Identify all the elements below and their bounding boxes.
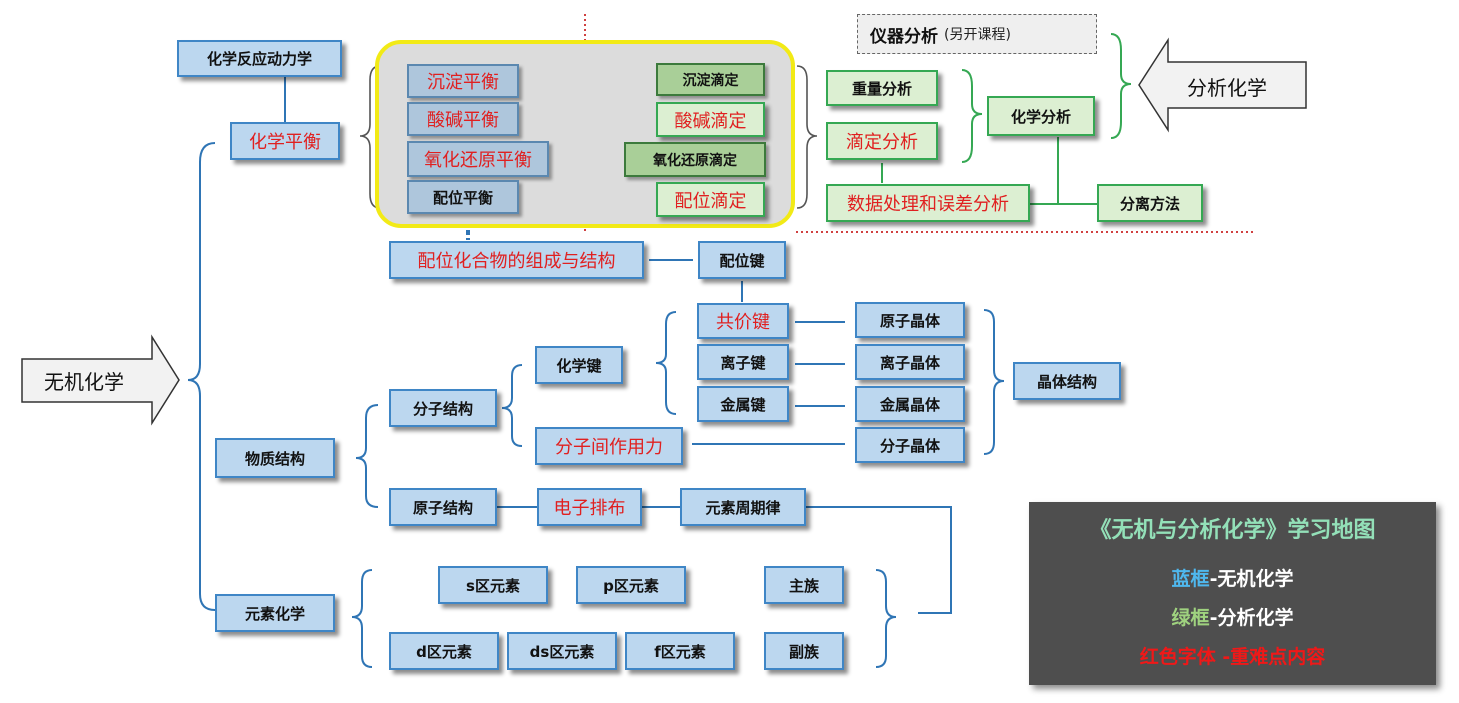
- equilibrium-box: 化学平衡: [230, 122, 340, 160]
- separation-method-box: 分离方法: [1097, 184, 1203, 222]
- p-block-box: p区元素: [576, 566, 686, 604]
- redox-equilibrium-box: 氧化还原平衡: [407, 141, 549, 177]
- electron-configuration-box: 电子排布: [537, 488, 642, 526]
- inorganic-arrow-shape: [21, 334, 180, 426]
- intermolecular-force-box: 分子间作用力: [535, 427, 683, 465]
- metallic-crystal-box: 金属晶体: [855, 386, 965, 422]
- atomic-crystal-box: 原子晶体: [855, 302, 965, 338]
- legend-blue-key: 蓝框: [1171, 568, 1210, 590]
- metallic-bond-box: 金属键: [697, 386, 789, 422]
- matter-structure-box: 物质结构: [215, 438, 335, 478]
- legend-row-green: 绿框-分析化学: [1172, 603, 1294, 630]
- element-chemistry-box: 元素化学: [215, 594, 335, 632]
- kinetics-box: 化学反应动力学: [177, 40, 342, 77]
- coordination-bond-box: 配位键: [698, 241, 786, 279]
- d-block-box: d区元素: [389, 632, 499, 670]
- inorganic-chemistry-label: 无机化学: [44, 370, 124, 394]
- acid-base-titration-box: 酸碱滴定: [656, 102, 765, 137]
- chemical-bond-box: 化学键: [535, 346, 623, 384]
- legend-green-key: 绿框: [1171, 607, 1210, 629]
- gravimetric-analysis-box: 重量分析: [826, 70, 938, 106]
- main-group-box: 主族: [764, 566, 844, 604]
- coordination-compound-box: 配位化合物的组成与结构: [389, 241, 644, 279]
- ds-block-box: ds区元素: [507, 632, 617, 670]
- instrumental-analysis-remark: (另开课程): [944, 27, 1011, 43]
- legend-green-text: -分析化学: [1209, 607, 1294, 629]
- atomic-structure-box: 原子结构: [389, 488, 497, 526]
- coordination-titration-box: 配位滴定: [656, 182, 765, 217]
- data-error-analysis-box: 数据处理和误差分析: [826, 184, 1030, 222]
- coordination-equilibrium-box: 配位平衡: [407, 180, 519, 214]
- instrumental-analysis-title: 仪器分析: [870, 26, 938, 47]
- instrumental-analysis-note: 仪器分析 (另开课程): [857, 14, 1097, 54]
- ionic-bond-box: 离子键: [697, 344, 789, 380]
- precipitation-equilibrium-box: 沉淀平衡: [407, 64, 519, 98]
- molecular-crystal-box: 分子晶体: [855, 427, 965, 463]
- legend-row-blue: 蓝框-无机化学: [1172, 564, 1294, 591]
- chemical-analysis-box: 化学分析: [987, 96, 1095, 136]
- legend-red-text: -重难点内容: [1215, 646, 1326, 668]
- legend-title: 《无机与分析化学》学习地图: [1089, 518, 1376, 543]
- molecular-structure-box: 分子结构: [389, 389, 497, 427]
- sub-group-box: 副族: [764, 632, 844, 670]
- covalent-bond-box: 共价键: [697, 303, 789, 339]
- periodic-law-box: 元素周期律: [680, 488, 806, 526]
- ionic-crystal-box: 离子晶体: [855, 344, 965, 380]
- titrimetric-analysis-box: 滴定分析: [826, 122, 938, 160]
- precipitation-titration-box: 沉淀滴定: [656, 63, 765, 96]
- redox-titration-box: 氧化还原滴定: [624, 142, 766, 177]
- legend-blue-text: -无机化学: [1209, 568, 1294, 590]
- analytical-chemistry-label: 分析化学: [1187, 76, 1267, 100]
- analytical-arrow-shape: [1138, 37, 1307, 133]
- f-block-box: f区元素: [625, 632, 735, 670]
- legend-panel: 《无机与分析化学》学习地图 蓝框-无机化学 绿框-分析化学 红色字体 -重难点内…: [1029, 502, 1436, 685]
- acid-base-equilibrium-box: 酸碱平衡: [407, 102, 519, 136]
- legend-red-key: 红色字体: [1139, 646, 1216, 668]
- crystal-structure-box: 晶体结构: [1013, 362, 1121, 400]
- s-block-box: s区元素: [438, 566, 548, 604]
- legend-row-red: 红色字体 -重难点内容: [1140, 642, 1326, 669]
